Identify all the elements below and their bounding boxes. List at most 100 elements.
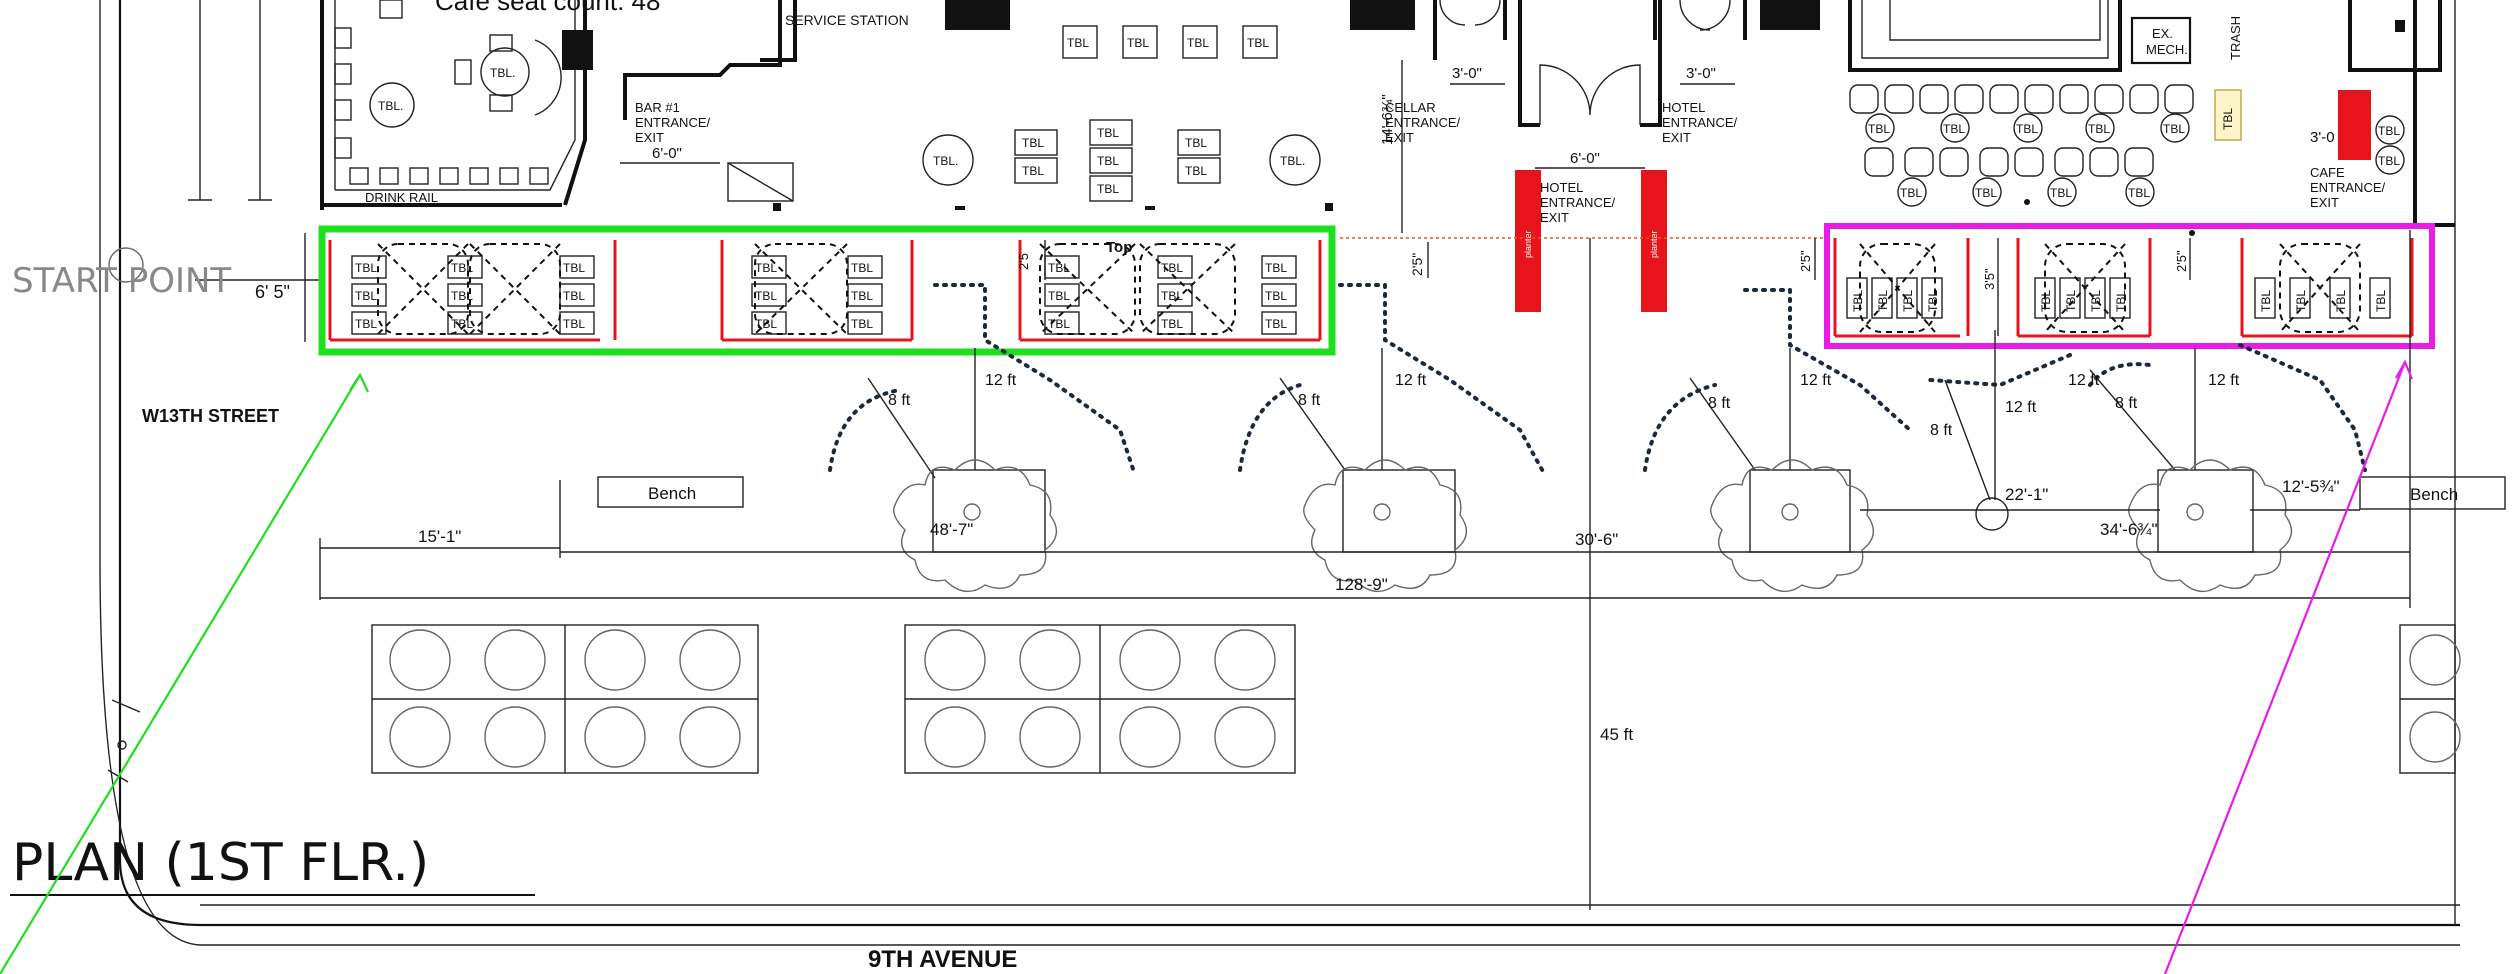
cafe-bar-inner	[1861, 0, 2109, 59]
tree-canopy	[1710, 459, 1875, 593]
table	[1261, 283, 1297, 307]
stool	[379, 167, 399, 185]
bar-entrance-label: EXIT	[635, 130, 664, 145]
dim-2-5-right: 2'5"	[2174, 250, 2189, 272]
shrub	[924, 629, 986, 691]
dim-128-9: 128'-9"	[1335, 575, 1388, 594]
stool	[499, 167, 519, 185]
table-label: TBL	[1187, 36, 1209, 50]
marker	[1325, 203, 1333, 211]
dim-6-0-hotel: 6'-0"	[1570, 150, 1600, 167]
planting-beds	[371, 624, 2461, 774]
seating-footprint	[2279, 243, 2361, 333]
table-round	[922, 134, 974, 186]
interior-labels: Cafe seat count: 48 SERVICE STATION BAR …	[435, 0, 2386, 225]
dim-8ft-5: 8 ft	[2115, 395, 2138, 412]
tree-2	[1303, 459, 1468, 593]
table-label: TBL	[2221, 108, 2235, 130]
chair	[334, 27, 352, 49]
table-label: TBL	[1876, 290, 1890, 312]
seating-footprint	[1859, 243, 1936, 333]
table-label: TBL	[2334, 290, 2348, 312]
tree-trunk	[1781, 503, 1799, 521]
tree-canopy	[2128, 459, 2293, 593]
table	[1871, 277, 1893, 319]
dim-6-5: 6' 5"	[255, 282, 290, 302]
chair	[334, 137, 352, 159]
dim-30-6: 30'-6"	[1575, 530, 1618, 549]
chair	[1849, 84, 1879, 114]
table-label: TBL	[1127, 36, 1149, 50]
dim-2-5-top: 2'5	[1016, 253, 1031, 270]
clearance-dimensions: 8 ft 12 ft 8 ft 12 ft 8 ft 12 ft 8 ft 12…	[867, 242, 2240, 501]
planter-cafe	[2338, 90, 2371, 160]
table-label: TBL	[1097, 154, 1119, 168]
table-label: TBL	[1265, 317, 1287, 331]
dim-arrow	[1689, 377, 1756, 471]
bar-entrance-wall	[623, 0, 782, 120]
cafe-wall-right	[2348, 0, 2442, 72]
table-label: TBL	[2050, 186, 2072, 200]
table-round	[2047, 177, 2077, 207]
table-label: TBL	[2064, 290, 2078, 312]
shrub	[484, 706, 546, 768]
chair	[334, 99, 352, 121]
table-group-6: TBL TBL TBL TBL	[2254, 243, 2391, 333]
table-label: TBL	[1048, 261, 1070, 275]
dim-2-5-left: 2'5"	[1409, 253, 1425, 276]
column	[945, 0, 1010, 30]
footprint-diag	[469, 243, 561, 335]
dim-3-0-hotel: 3'-0"	[1686, 65, 1716, 82]
magenta-pointer-line	[2163, 361, 2407, 974]
table	[1014, 157, 1058, 184]
table	[2059, 277, 2081, 319]
dotted-path	[1928, 353, 2072, 388]
table-round	[2160, 113, 2190, 143]
dim-3-0-cafe: 3'-0	[2310, 129, 2335, 146]
cafe-bar-wall	[1848, 0, 2122, 72]
table	[351, 311, 387, 335]
shrub	[1214, 706, 1276, 768]
cafe-entrance-label: CAFE	[2310, 165, 2345, 180]
table	[751, 255, 787, 279]
column	[1350, 0, 1415, 30]
table-label: TBL	[2016, 122, 2038, 136]
tree-trunk	[963, 503, 981, 521]
table-round	[1269, 134, 1321, 186]
benches: Bench Bench	[597, 476, 2506, 510]
table	[351, 283, 387, 307]
start-point-marker	[108, 247, 144, 283]
table-label: TBL	[1097, 126, 1119, 140]
dim-12ft-5: 12 ft	[2208, 372, 2240, 389]
dotted-path	[1743, 288, 1912, 432]
planter-left	[1515, 170, 1541, 312]
chair	[1939, 147, 1969, 177]
chair	[379, 0, 403, 19]
tree-canopy	[893, 459, 1058, 593]
hotel-wall	[1640, 0, 1662, 127]
hotel-wall	[1518, 0, 1540, 127]
sidewalk-corner	[99, 559, 2460, 946]
table-label: TBL.	[933, 154, 958, 168]
table	[2109, 277, 2131, 319]
hotel-door-swing	[1539, 64, 1641, 125]
table-label: TBL	[355, 317, 377, 331]
shrub	[2409, 711, 2461, 763]
cellar-entrance-label: ENTRANCE/	[1385, 115, 1461, 130]
shrub	[584, 629, 646, 691]
dotted-path	[1338, 283, 1547, 477]
table-round	[1972, 177, 2002, 207]
shrub	[924, 706, 986, 768]
chair	[2164, 84, 2194, 114]
table-round	[1940, 113, 1970, 143]
banquette-curve	[534, 39, 562, 116]
dim-8ft-3: 8 ft	[1708, 395, 1731, 412]
table-label: TBL	[2378, 124, 2400, 138]
cafe-interior-tables: TBL TBL TBL TBL TBL TBL TBL TBL TBL	[773, 84, 2405, 236]
table	[351, 255, 387, 279]
hydrant	[1975, 497, 2009, 531]
table-label: TBL	[2088, 122, 2110, 136]
table-label: TBL	[355, 289, 377, 303]
curb-corner	[118, 859, 2460, 927]
cellar-entrance-label: EXIT	[1385, 130, 1414, 145]
